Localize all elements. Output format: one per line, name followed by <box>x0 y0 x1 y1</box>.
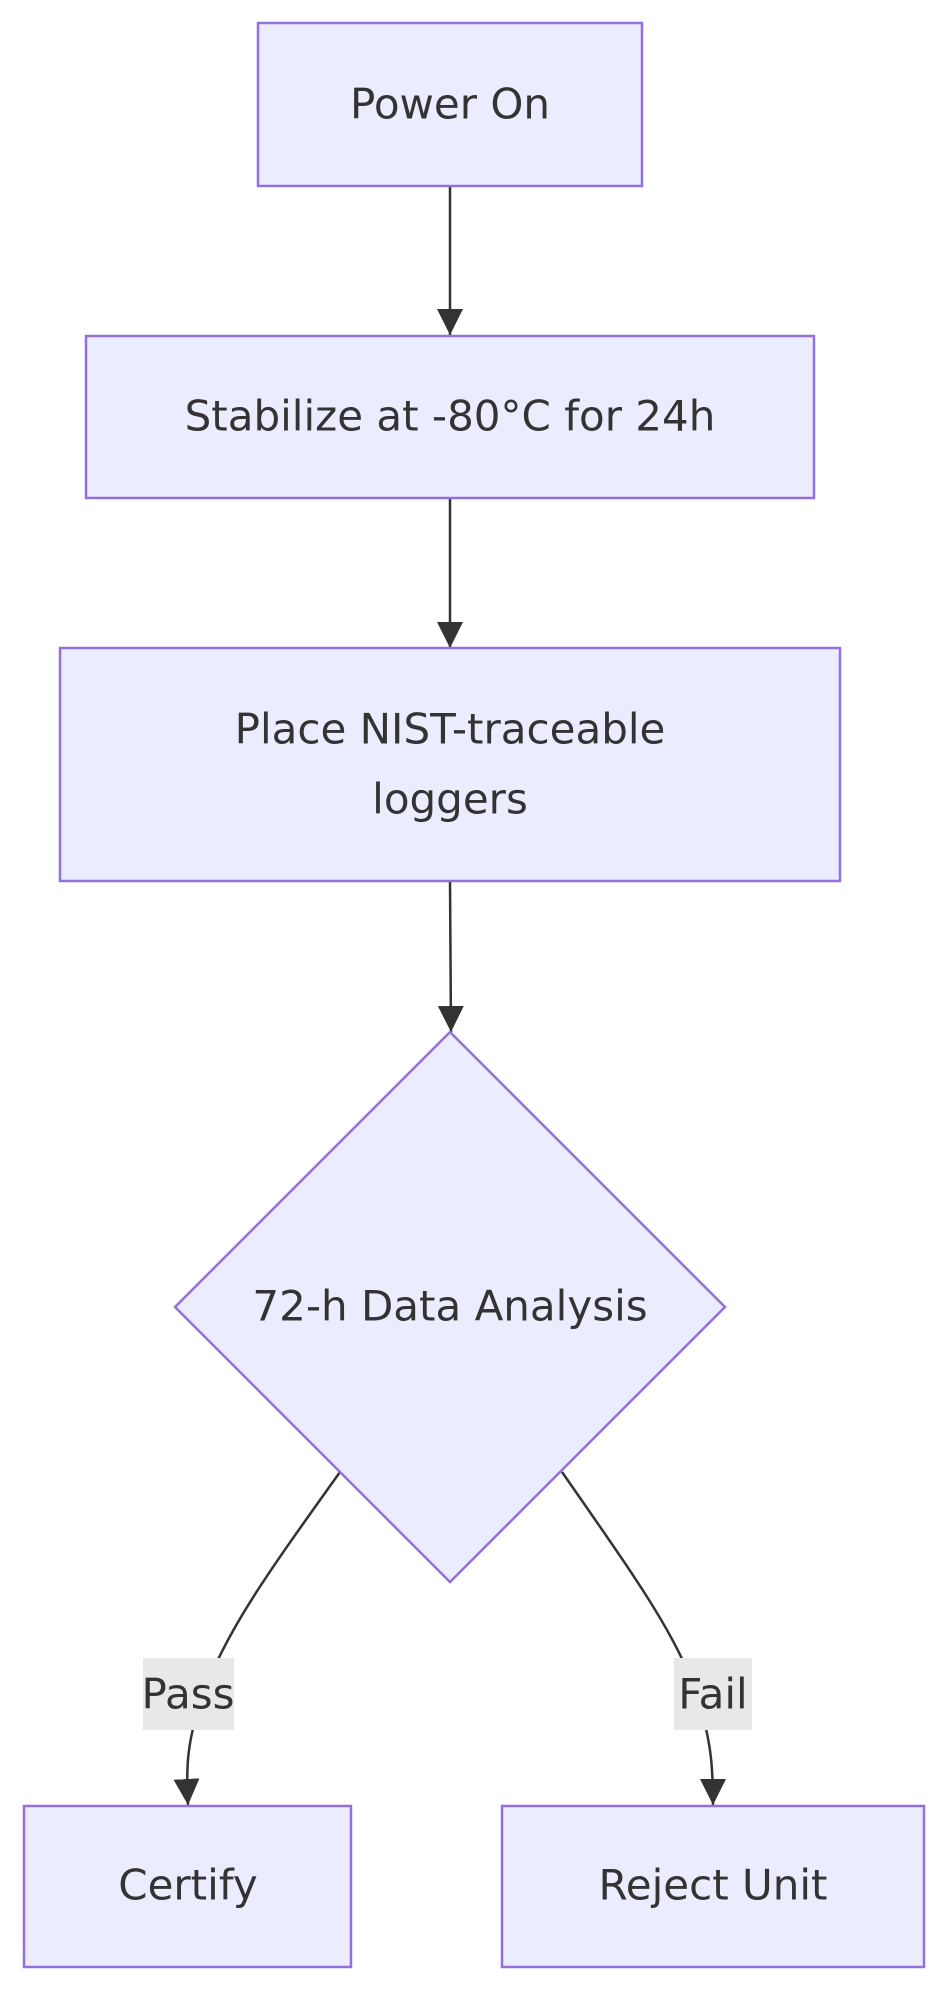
node-place-loggers-label-line2: loggers <box>372 775 528 824</box>
node-reject-label: Reject Unit <box>598 1861 827 1910</box>
node-analysis-decision: 72-h Data Analysis <box>173 1030 727 1584</box>
node-certify: Certify <box>22 1804 353 1969</box>
node-power-on-label: Power On <box>350 80 550 129</box>
pass-label: Pass <box>142 1670 235 1719</box>
node-reject-unit: Reject Unit <box>500 1804 926 1969</box>
edge-analysis-to-reject <box>560 1471 726 1806</box>
edge-label-pass: Pass <box>142 1658 235 1730</box>
node-place-loggers-label-line1: Place NIST-traceable <box>235 705 666 754</box>
node-stabilize: Stabilize at -80°C for 24h <box>84 334 816 500</box>
node-stabilize-label: Stabilize at -80°C for 24h <box>185 392 716 441</box>
edge-label-fail: Fail <box>674 1658 752 1730</box>
edge-analysis-to-certify <box>173 1471 342 1806</box>
edge-loggers-to-analysis <box>437 880 464 1033</box>
node-power-on: Power On <box>256 21 644 188</box>
node-certify-label: Certify <box>118 1861 257 1910</box>
node-analysis-label: 72-h Data Analysis <box>252 1282 647 1331</box>
node-place-loggers: Place NIST-traceable loggers <box>58 646 842 883</box>
fail-label: Fail <box>678 1670 747 1719</box>
